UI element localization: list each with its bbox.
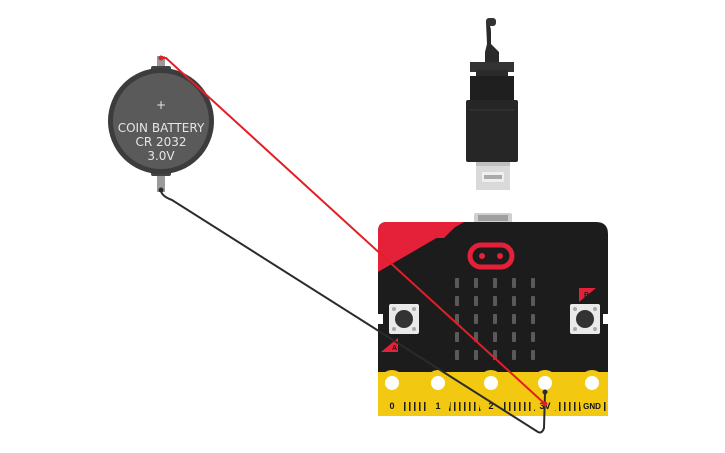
led bbox=[512, 350, 516, 360]
battery-label-3: 3.0V bbox=[147, 149, 175, 163]
led bbox=[474, 296, 478, 306]
edge-contact bbox=[474, 402, 476, 411]
led bbox=[531, 296, 535, 306]
edge-contact bbox=[409, 402, 411, 411]
led bbox=[455, 296, 459, 306]
battery-terminal-bottom bbox=[157, 174, 165, 192]
pin-0[interactable]: 0 bbox=[380, 370, 404, 416]
led-matrix bbox=[455, 278, 535, 360]
pin-2[interactable]: 2 bbox=[479, 370, 503, 416]
pin-label: 0 bbox=[389, 401, 394, 411]
led bbox=[474, 314, 478, 324]
edge-contact bbox=[524, 402, 526, 411]
button-b-marker bbox=[579, 288, 596, 302]
edge-contact bbox=[519, 402, 521, 411]
edge-contact bbox=[424, 402, 426, 411]
left-notch bbox=[378, 314, 383, 324]
pin-hole bbox=[538, 376, 552, 390]
edge-contact bbox=[449, 402, 451, 411]
battery-label-2: CR 2032 bbox=[135, 135, 186, 149]
button-a-label: A bbox=[392, 345, 397, 352]
battery-terminal-top bbox=[157, 56, 165, 68]
pin-gnd[interactable]: GND bbox=[580, 370, 604, 416]
pin-1[interactable]: 1 bbox=[426, 370, 450, 416]
button-b[interactable] bbox=[570, 304, 600, 334]
led bbox=[531, 350, 535, 360]
led bbox=[512, 296, 516, 306]
pin-label: GND bbox=[583, 402, 601, 411]
led bbox=[512, 278, 516, 288]
edge-contact bbox=[464, 402, 466, 411]
led bbox=[455, 278, 459, 288]
led bbox=[455, 350, 459, 360]
edge-contact bbox=[454, 402, 456, 411]
led bbox=[493, 332, 497, 342]
wire-black-gnd[interactable] bbox=[160, 189, 546, 434]
battery-label-1: COIN BATTERY bbox=[118, 121, 205, 135]
battery-plus: + bbox=[156, 98, 166, 112]
edge-contact bbox=[504, 402, 506, 411]
led bbox=[474, 350, 478, 360]
led bbox=[455, 332, 459, 342]
pin-hole bbox=[385, 376, 399, 390]
edge-contact bbox=[569, 402, 571, 411]
edge-contact bbox=[514, 402, 516, 411]
coin-battery[interactable]: + COIN BATTERY CR 2032 3.0V bbox=[108, 56, 214, 192]
edge-contact bbox=[574, 402, 576, 411]
edge-contact bbox=[469, 402, 471, 411]
edge-contact bbox=[564, 402, 566, 411]
led bbox=[493, 296, 497, 306]
led bbox=[531, 278, 535, 288]
led bbox=[474, 278, 478, 288]
pin-label: 1 bbox=[435, 401, 440, 411]
edge-contact bbox=[459, 402, 461, 411]
button-a[interactable] bbox=[389, 304, 419, 334]
logo-triangles bbox=[378, 222, 464, 272]
led bbox=[512, 332, 516, 342]
edge-contact bbox=[404, 402, 406, 411]
led bbox=[512, 314, 516, 324]
face-logo[interactable] bbox=[467, 242, 515, 270]
pin-hole bbox=[431, 376, 445, 390]
microbit-board[interactable]: A B 0123VGND bbox=[378, 213, 608, 416]
button-b-label: B bbox=[584, 292, 589, 299]
pin-label: 2 bbox=[488, 401, 493, 411]
usb-cable[interactable] bbox=[466, 18, 518, 190]
pin-hole bbox=[484, 376, 498, 390]
led bbox=[531, 332, 535, 342]
led bbox=[531, 314, 535, 324]
edge-contact bbox=[414, 402, 416, 411]
right-notch bbox=[603, 314, 608, 324]
edge-contact bbox=[604, 402, 606, 411]
edge-contact bbox=[529, 402, 531, 411]
edge-contact bbox=[419, 402, 421, 411]
led bbox=[493, 314, 497, 324]
led bbox=[493, 278, 497, 288]
edge-contact bbox=[509, 402, 511, 411]
edge-contact bbox=[579, 402, 581, 411]
pin-hole bbox=[585, 376, 599, 390]
edge-contact bbox=[559, 402, 561, 411]
edge-connector: 0123VGND bbox=[378, 370, 608, 416]
